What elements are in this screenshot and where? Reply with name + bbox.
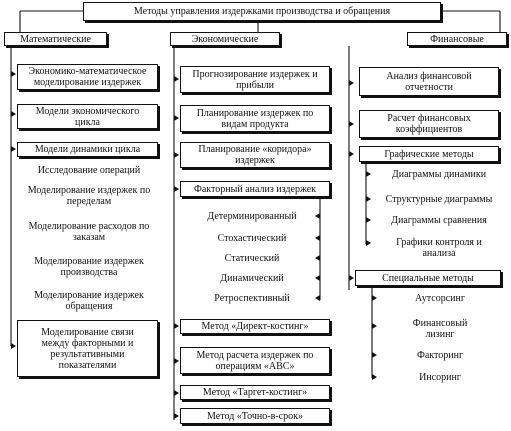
special-type-financial-leasing: Финансовый лизинг (412, 318, 468, 340)
diagram-title: Методы управления издержками производств… (83, 2, 441, 21)
fin-item-statement-analysis: Анализ финансовой отчетности (359, 67, 499, 96)
econ-method-just-in-time: Метод «Точно-в-срок» (180, 408, 330, 424)
math-item-cost-by-stages: Моделирование издержек по переделам (27, 185, 151, 207)
special-type-outsourcing: Аутсорсинг (415, 293, 465, 304)
fin-item-ratio-calculation: Расчет финансовых коэффициентов (359, 110, 499, 138)
econ-item-factor-analysis: Факторный анализ издержек (180, 181, 330, 197)
econ-method-abc: Метод расчета издержек по операциям «АВС… (180, 347, 330, 374)
fin-item-graphic-methods: Графические методы (359, 146, 499, 162)
math-item-expenses-by-orders: Моделирование расходов по заказам (28, 221, 150, 243)
math-header: Математические (4, 32, 107, 46)
math-item-cycle-dynamics-models: Модели динамики цикла (17, 142, 158, 157)
factor-type-dynamic: Динамический (220, 273, 284, 284)
econ-item-planning-by-product: Планирование издержек по видам продукта (180, 105, 330, 132)
factor-type-stochastic: Стохастический (217, 233, 287, 244)
graphic-type-control-charts: Графики контроля и анализа (396, 237, 482, 259)
special-type-insourcing: Инсоринг (419, 372, 461, 383)
fin-special-methods: Специальные методы (355, 270, 501, 286)
graphic-type-structural-charts: Структурные диаграммы (385, 194, 493, 205)
econ-method-direct-costing: Метод «Директ-костинг» (180, 319, 330, 334)
factor-type-static: Статический (224, 253, 280, 264)
math-item-econ-math-modeling: Экономико-математическое моделирование и… (17, 64, 158, 90)
econ-method-target-costing: Метод «Таргет-костинг» (180, 385, 330, 400)
math-item-factor-result-modeling: Моделирование связи между факторными и р… (17, 320, 158, 377)
graphic-type-dynamics-charts: Диаграммы динамики (391, 169, 487, 180)
fin-header: Финансовые (407, 32, 507, 46)
factor-type-deterministic: Детерминированный (207, 211, 297, 222)
math-item-production-costs: Моделирование издержек производства (34, 256, 144, 278)
special-type-factoring: Факторинг (416, 350, 464, 361)
econ-item-corridor-planning: Планирование «коридора» издержек (180, 142, 330, 168)
math-item-circulation-costs: Моделирование издержек обращения (34, 290, 144, 312)
econ-header: Экономические (170, 32, 280, 46)
graphic-type-comparison-charts: Диаграммы сравнения (391, 215, 487, 226)
factor-type-retrospective: Ретроспективный (214, 293, 290, 304)
math-item-economic-cycle-models: Модели экономического цикла (17, 104, 158, 129)
econ-item-forecasting: Прогнозирование издержек и прибыли (180, 66, 330, 93)
math-item-operations-research: Исследование операций (37, 164, 141, 176)
